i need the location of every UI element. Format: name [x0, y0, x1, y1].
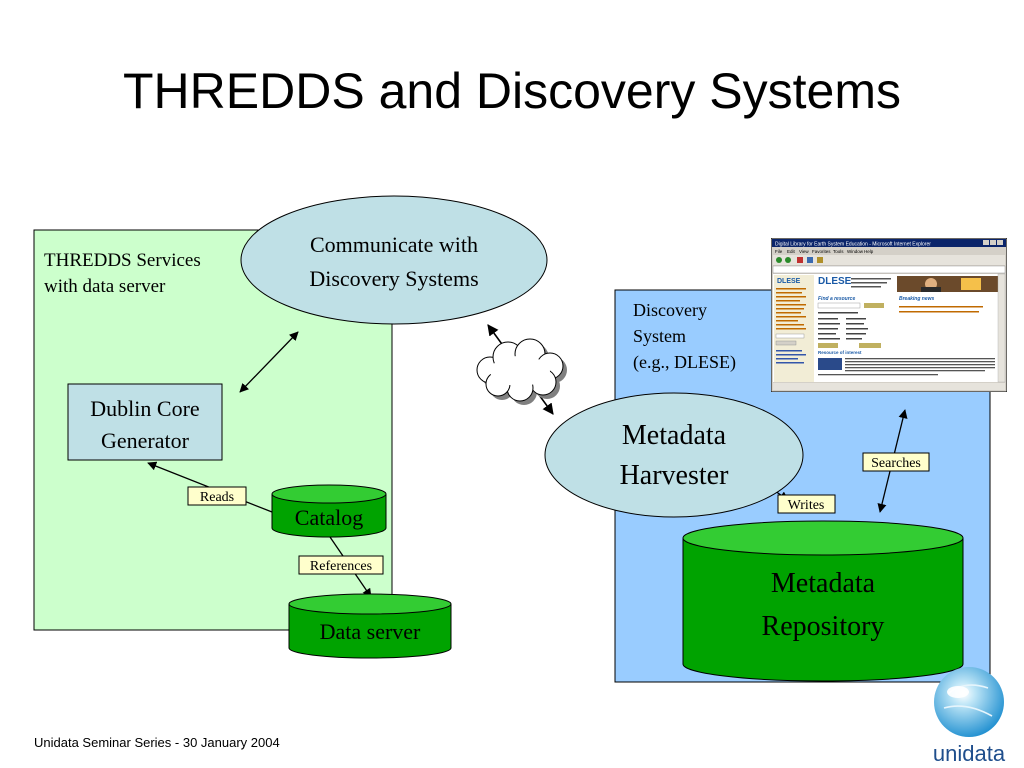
harvester-line1: Metadata	[622, 420, 727, 451]
discovery-box-label-line2: System	[633, 326, 686, 346]
catalog-cylinder: Catalog	[271, 484, 387, 538]
svg-text:Writes: Writes	[788, 498, 825, 513]
edge-label-writes: Writes	[777, 494, 836, 514]
browser-menu-tools: Tools	[833, 249, 844, 254]
communicate-line2: Discovery Systems	[309, 266, 478, 291]
dublin-core-line1: Dublin Core	[90, 396, 199, 421]
svg-text:Searches: Searches	[871, 456, 921, 471]
resource-of-interest-heading: Resource of interest	[818, 350, 862, 355]
svg-text:References: References	[310, 559, 372, 574]
repository-line2: Repository	[762, 611, 885, 642]
thredds-box-label-line1: THREDDS Services	[44, 250, 201, 271]
cloud-icon	[476, 338, 567, 405]
discovery-box-label-line3: (e.g., DLESE)	[633, 352, 736, 373]
slide-footer: Unidata Seminar Series - 30 January 2004	[34, 735, 280, 750]
discovery-box-label-line1: Discovery	[633, 300, 707, 320]
communicate-ellipse	[240, 195, 548, 325]
globe-icon	[934, 667, 1004, 737]
catalog-label: Catalog	[295, 505, 363, 530]
unidata-wordmark: unidata	[933, 741, 1006, 766]
find-resource-heading: Find a resource	[818, 296, 855, 302]
edge-label-searches: Searches	[862, 452, 930, 472]
harvester-line2: Harvester	[620, 460, 730, 491]
metadata-harvester-ellipse	[544, 392, 804, 518]
browser-menu-window: Window	[847, 249, 864, 254]
arrow-dublin-to-communicate	[239, 331, 299, 393]
unidata-logo: unidata	[933, 667, 1006, 766]
edge-label-references: References	[298, 555, 384, 575]
repository-line1: Metadata	[771, 568, 876, 599]
breaking-news-heading: Breaking news	[899, 296, 935, 302]
data-server-label: Data server	[320, 619, 421, 644]
svg-text:Reads: Reads	[200, 490, 234, 505]
dublin-core-line2: Generator	[101, 428, 190, 453]
edge-label-reads: Reads	[187, 486, 247, 506]
data-server-cylinder: Data server	[288, 593, 452, 659]
dublin-core-generator-box	[67, 383, 223, 461]
browser-window-title: Digital Library for Earth System Educati…	[775, 242, 931, 248]
browser-menu-file: File	[775, 249, 783, 254]
dlese-header-logo: DLESE	[818, 276, 852, 287]
dlese-logo: DLESE	[777, 278, 801, 285]
browser-menu-view: View	[799, 249, 809, 254]
thredds-box-label-line2: with data server	[44, 276, 166, 297]
metadata-repository-cylinder: Metadata Repository	[682, 520, 964, 682]
dlese-browser-screenshot: Digital Library for Earth System Educati…	[771, 238, 1007, 392]
browser-menu-favorites: Favorites	[812, 249, 831, 254]
slide-title: THREDDS and Discovery Systems	[123, 63, 901, 119]
communicate-line1: Communicate with	[310, 232, 478, 257]
browser-menu-edit: Edit	[787, 249, 796, 254]
browser-menu-help: Help	[864, 249, 874, 254]
